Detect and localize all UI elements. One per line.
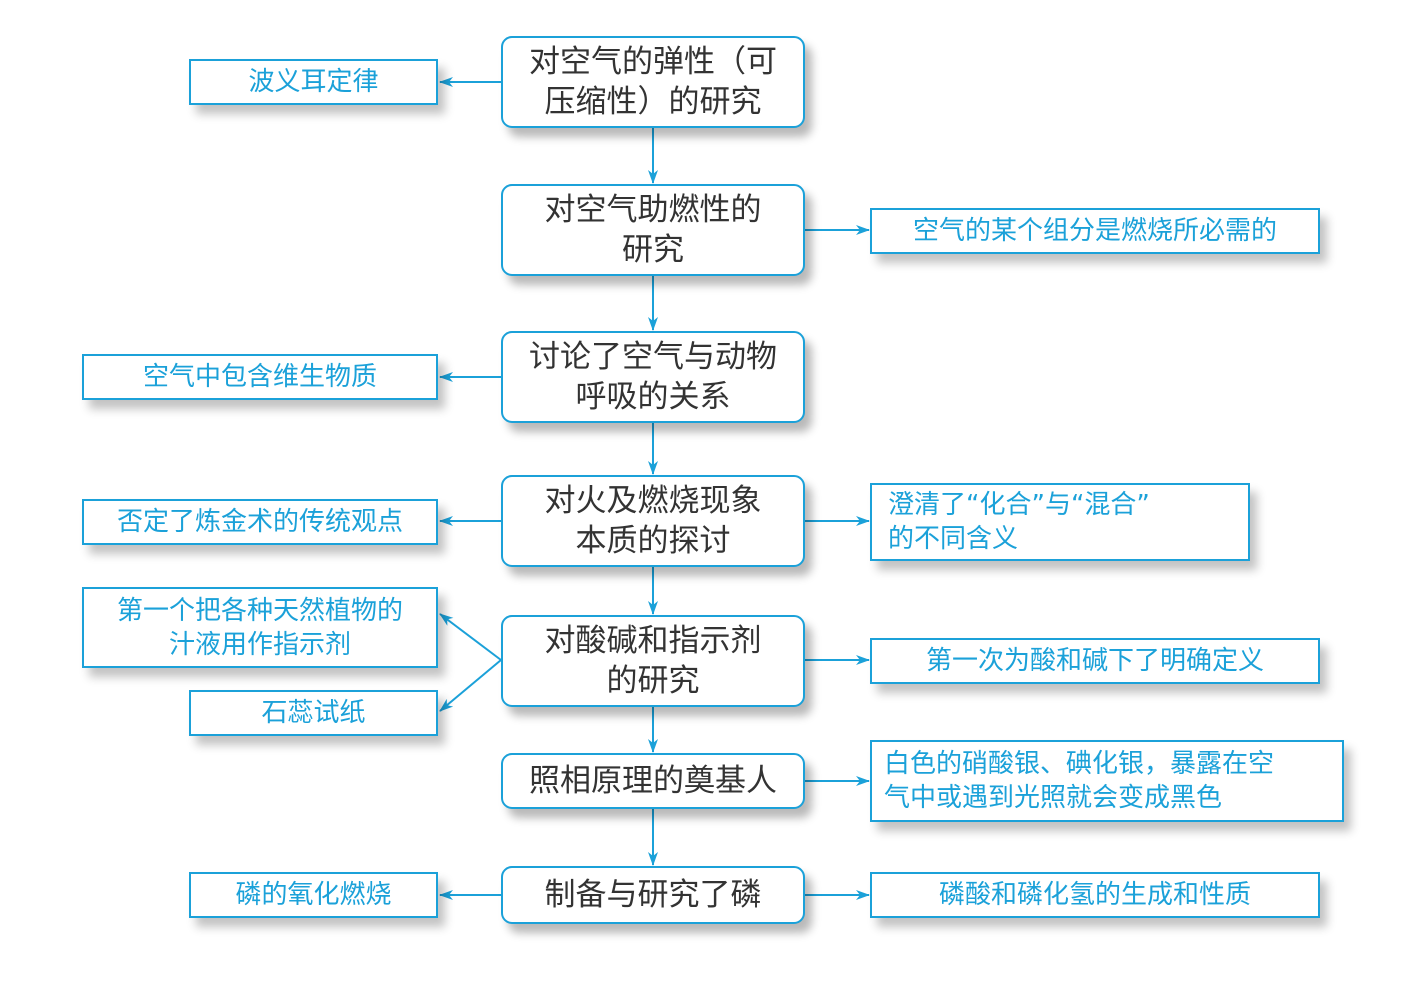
node-phosphorus-preparation: 制备与研究了磷 <box>501 866 805 924</box>
node-label: 对空气的弹性（可 压缩性）的研究 <box>529 44 777 120</box>
node-acid-base-indicator-research: 对酸碱和指示剂 的研究 <box>501 615 805 707</box>
node-elasticity-research: 对空气的弹性（可 压缩性）的研究 <box>501 36 805 128</box>
side-air-vital-substance: 空气中包含维生物质 <box>82 354 438 400</box>
node-label: 照相原理的奠基人 <box>529 763 777 799</box>
side-acid-base-definition: 第一次为酸和碱下了明确定义 <box>870 638 1320 684</box>
side-litmus-paper: 石蕊试纸 <box>189 690 438 736</box>
node-photography-founder: 照相原理的奠基人 <box>501 753 805 809</box>
side-label: 磷的氧化燃烧 <box>235 880 392 910</box>
side-label: 第一次为酸和碱下了明确定义 <box>925 646 1264 676</box>
side-label: 空气中包含维生物质 <box>142 362 377 392</box>
node-label: 制备与研究了磷 <box>544 877 762 913</box>
node-label: 对空气助燃性的 研究 <box>544 192 762 268</box>
node-label: 对酸碱和指示剂 的研究 <box>544 623 762 699</box>
side-label: 空气的某个组分是燃烧所必需的 <box>912 216 1277 246</box>
side-label: 磷酸和磷化氢的生成和性质 <box>938 880 1251 910</box>
side-label: 波义耳定律 <box>248 67 379 97</box>
node-label: 讨论了空气与动物 呼吸的关系 <box>529 339 777 415</box>
side-deny-alchemy: 否定了炼金术的传统观点 <box>82 499 438 545</box>
node-combustion-support-research: 对空气助燃性的 研究 <box>501 184 805 276</box>
side-boyles-law: 波义耳定律 <box>189 59 438 105</box>
arrow-c5-l5b <box>439 659 502 712</box>
arrow-c5-l5a <box>439 613 502 661</box>
side-silver-salts-darken: 白色的硝酸银、碘化银，暴露在空 气中或遇到光照就会变成黑色 <box>870 740 1344 822</box>
node-fire-combustion-inquiry: 对火及燃烧现象 本质的探讨 <box>501 475 805 567</box>
side-phosphorus-oxidation: 磷的氧化燃烧 <box>189 872 438 918</box>
node-air-respiration-discussion: 讨论了空气与动物 呼吸的关系 <box>501 331 805 423</box>
side-plant-juice-indicator: 第一个把各种天然植物的 汁液用作指示剂 <box>82 587 438 668</box>
side-label: 白色的硝酸银、碘化银，暴露在空 气中或遇到光照就会变成黑色 <box>884 749 1275 813</box>
side-phosphoric-acid-phosphine: 磷酸和磷化氢的生成和性质 <box>870 872 1320 918</box>
side-label: 石蕊试纸 <box>261 698 366 728</box>
side-label: 否定了炼金术的传统观点 <box>116 507 403 537</box>
side-label: 第一个把各种天然植物的 汁液用作指示剂 <box>116 595 403 660</box>
node-label: 对火及燃烧现象 本质的探讨 <box>544 483 762 559</box>
side-compound-vs-mixture: 澄清了“化合”与“混合” 的不同含义 <box>870 483 1250 561</box>
side-air-component-combustion: 空气的某个组分是燃烧所必需的 <box>870 208 1320 254</box>
side-label: 澄清了“化合”与“混合” 的不同含义 <box>888 490 1150 554</box>
